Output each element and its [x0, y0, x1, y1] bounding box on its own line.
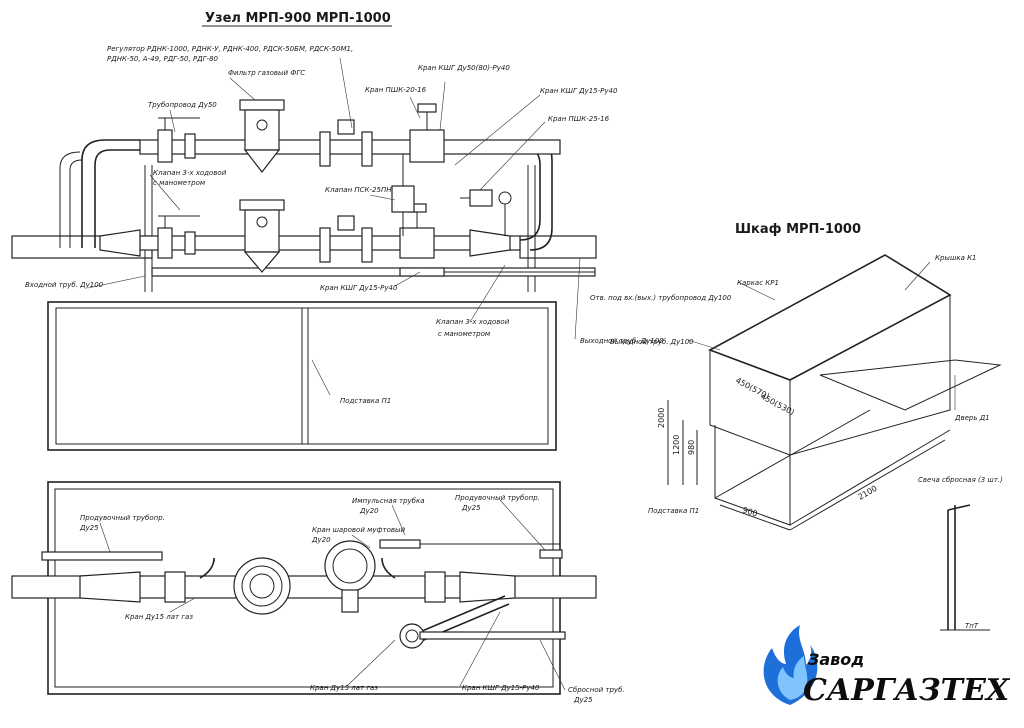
label-produvochny-left: Продувочный трубопр. [80, 514, 165, 522]
label-vyhodnoy-left: Выходной труб. Ду100 [580, 337, 664, 345]
label-kran-sharovoy-du: Ду20 [311, 536, 331, 544]
label-regulator-1: Регулятор РДНК-1000, РДНК-У, РДНК-400, Р… [107, 45, 353, 53]
label-produvochny-right-du: Ду25 [461, 504, 481, 512]
label-kran-kshg-top: Кран КШГ Ду50(80)-Ру40 [418, 64, 510, 72]
label-klapan-3x-2a: Клапан 3-х ходовой [436, 318, 510, 326]
label-kran-kshg-du15-mid: Кран КШГ Ду15-Ру40 [320, 284, 398, 292]
logo-line2: САРГАЗТЕХ [803, 673, 1011, 708]
label-svecha: Свеча сбросная (3 шт.) [918, 476, 1003, 484]
label-klapan-3x-1a: Клапан 3-х ходовой [153, 169, 227, 177]
label-truboprovod-du50: Трубопровод Ду50 [148, 101, 217, 109]
label-kran-pshk-20: Кран ПШК-20-16 [365, 86, 427, 94]
label-produvochny-right: Продувочный трубопр. [455, 494, 540, 502]
sargaztech-logo: Завод САРГАЗТЕХ [763, 625, 1011, 708]
label-kran-sharovoy: Кран шаровой муфтовый [312, 526, 406, 534]
leader-lines [87, 57, 956, 691]
top-elevation-view [11, 99, 597, 292]
shkaf-isometric [667, 254, 1002, 631]
label-karkas: Каркас КР1 [737, 279, 779, 287]
label-vyhodnoy-right: Выходной труб. Ду100 [610, 338, 694, 346]
plan-view [11, 481, 597, 695]
label-kran-pshk-25: Кран ПШК-25-16 [548, 115, 610, 123]
label-sbrosnoy: Сбросной труб. [568, 686, 625, 694]
blue-flame-icon [763, 625, 818, 705]
label-kran-kshg-du15-top: Кран КШГ Ду15-Ру40 [540, 87, 618, 95]
label-klapan-psk: Клапан ПСК-25ПН [325, 186, 392, 194]
label-dver: Дверь Д1 [954, 414, 990, 422]
label-impulsnaya-du: Ду20 [359, 507, 379, 515]
dim-2000: 2000 [657, 408, 666, 428]
label-regulator-2: РДНК-50, А-49, РДГ-50, РДГ-80 [107, 55, 219, 63]
title-uzel: Узел МРП-900 МРП-1000 [205, 11, 391, 26]
label-podstavka-top: Подставка П1 [340, 397, 391, 405]
title-shkaf: Шкаф МРП-1000 [735, 222, 861, 237]
label-tpt: ТпТ [965, 622, 979, 630]
dimensions: 2000 1200 980 2100 900 450(570) 450(530) [657, 376, 879, 519]
dim-1200: 1200 [672, 435, 681, 455]
dim-900: 900 [741, 505, 758, 518]
label-impulsnaya: Импульсная трубка [352, 497, 425, 505]
label-filtr: Фильтр газовый ФГС [228, 69, 305, 77]
dim-980: 980 [687, 440, 696, 455]
label-kran-du15-lat-top: Кран Ду15 лат газ [125, 613, 193, 621]
label-vhodnoy: Входной труб. Ду100 [25, 281, 104, 289]
label-kran-du15-lat-bot: Кран Ду15 лат газ [310, 684, 378, 692]
label-produvochny-left-du: Ду25 [79, 524, 99, 532]
label-kran-kshg-du15-bot: Кран КШГ Ду15-Ру40 [462, 684, 540, 692]
label-klapan-3x-2b: с манометром [438, 330, 491, 338]
podstavka-frame [47, 301, 557, 451]
label-sbrosnoy-du: Ду25 [573, 696, 593, 704]
dim-2100: 2100 [857, 484, 879, 502]
label-otv: Отв. под вх.(вых.) трубопровод Ду100 [590, 294, 732, 302]
label-podstavka-right: Подставка П1 [648, 507, 699, 515]
label-kryshka: Крышка К1 [935, 254, 977, 262]
label-klapan-3x-1b: с манометром [153, 179, 206, 187]
logo-line1: Завод [807, 650, 864, 669]
labels: Регулятор РДНК-1000, РДНК-У, РДНК-400, Р… [25, 45, 1003, 704]
